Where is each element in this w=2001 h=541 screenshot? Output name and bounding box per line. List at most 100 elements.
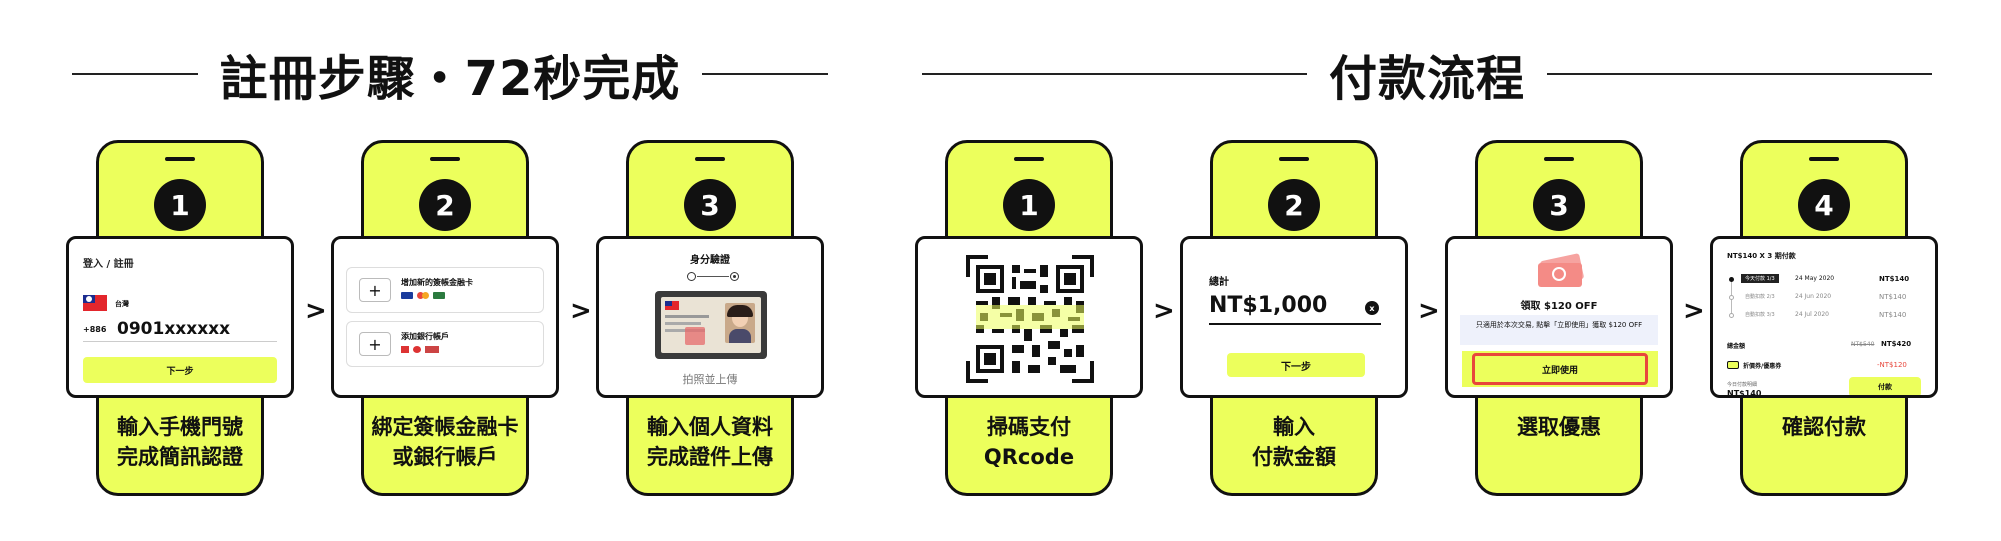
register-step-2-caption: 綁定簽帳金融卡 或銀行帳戶 [361, 412, 529, 472]
installment-row: 自動扣款 3/3 24 Jul 2020 NT$140 [1727, 309, 1927, 323]
arrow-separator: > [1153, 296, 1175, 326]
installment-date: 24 Jun 2020 [1795, 293, 1832, 300]
installment-amount: NT$140 [1879, 275, 1910, 283]
use-now-button[interactable]: 立即使用 [1472, 353, 1648, 385]
phone-speaker [1544, 157, 1574, 161]
installment-row: 自動扣款 2/3 24 Jun 2020 NT$140 [1727, 291, 1927, 305]
offer-title: 領取 $120 OFF [1520, 301, 1598, 312]
bank-logo-icon [425, 346, 439, 353]
upload-label[interactable]: 拍照並上傳 [682, 373, 738, 386]
arrow-separator: > [1418, 296, 1440, 326]
caption-line: QRcode [983, 445, 1075, 469]
phone-speaker [695, 157, 725, 161]
caption-line: 完成簡訊認證 [117, 445, 243, 469]
register-section-title: 註冊步驟・72秒完成 [72, 44, 828, 107]
taiwan-flag-icon [83, 295, 107, 311]
title-rule-left [922, 73, 1307, 75]
qr-scan-frame[interactable] [966, 255, 1094, 383]
installment-label: 自動扣款 3/3 [1745, 312, 1775, 318]
amount-value: NT$1,000 [1209, 293, 1328, 318]
register-title: 註冊步驟・72秒完成 [219, 51, 681, 107]
phone-input[interactable]: +886 0901xxxxxx [83, 317, 277, 342]
step-number-badge: 3 [684, 179, 736, 231]
caption-line: 完成證件上傳 [647, 445, 773, 469]
id-verify-title: 身分驗證 [690, 255, 730, 266]
next-button[interactable]: 下一步 [83, 357, 277, 383]
register-step-1-caption: 輸入手機門號 完成簡訊認證 [96, 412, 264, 472]
payment-step-1-screen [915, 236, 1143, 398]
phone-speaker [1014, 157, 1044, 161]
register-step-2-screen: + 增加新的簽帳金融卡 + 添加銀行帳戶 [331, 236, 559, 398]
installment-amount: NT$140 [1879, 293, 1907, 301]
installment-amount: NT$140 [1879, 311, 1907, 319]
caption-line: 掃碼支付 [987, 415, 1071, 439]
timeline-dot [1729, 313, 1734, 318]
step-number-badge: 3 [1533, 179, 1585, 231]
title-rule-right [1547, 73, 1933, 75]
portrait-photo [725, 303, 755, 343]
step-number-badge: 2 [1268, 179, 1320, 231]
caption-line: 綁定簽帳金融卡 [371, 415, 519, 439]
step-number-badge: 4 [1798, 179, 1850, 231]
country-name: 台灣 [115, 300, 129, 308]
qrcode-icon [976, 265, 1084, 373]
plan-title: NT$140 X 3 期付款 [1727, 252, 1796, 260]
id-card-preview [655, 291, 767, 359]
arrow-separator: > [1683, 296, 1705, 326]
pay-today-label: 今日付款明細 [1727, 382, 1758, 388]
payment-step-1-caption: 掃碼支付 QRcode [945, 412, 1113, 472]
coupon-value: -NT$120 [1877, 361, 1907, 369]
payment-step-3-caption: 選取優惠 [1475, 412, 1643, 442]
clear-icon[interactable]: x [1365, 301, 1379, 315]
payment-step-4-caption: 確認付款 [1740, 412, 1908, 442]
pay-button[interactable]: 付款 [1849, 377, 1921, 395]
caption-line: 輸入 [1273, 415, 1315, 439]
card-brand-icons [401, 292, 445, 299]
progress-indicator [687, 271, 739, 281]
total-label: 總計 [1209, 277, 1229, 288]
add-debit-card-row[interactable]: + 增加新的簽帳金融卡 [346, 267, 544, 313]
amount-input[interactable]: NT$1,000 [1209, 289, 1381, 325]
payment-step-3-screen: 領取 $120 OFF 只適用於本次交易, 點擊「立即使用」獲取 $120 OF… [1445, 236, 1673, 398]
timeline-dot [1729, 277, 1734, 282]
caption-line: 或銀行帳戶 [392, 445, 498, 469]
installment-label: 自動扣款 2/3 [1745, 294, 1775, 300]
step-number-badge: 1 [1003, 179, 1055, 231]
caption-line: 輸入手機門號 [117, 415, 243, 439]
jcb-icon [433, 292, 445, 299]
title-rule-right [702, 73, 828, 75]
register-step-1-screen: 登入 / 註冊 台灣 +886 0901xxxxxx 下一步 [66, 236, 294, 398]
step-number-badge: 1 [154, 179, 206, 231]
add-bank-account-row[interactable]: + 添加銀行帳戶 [346, 321, 544, 367]
phone-value: 0901xxxxxx [117, 319, 231, 339]
timeline-dot [1729, 295, 1734, 300]
pay-today-value: NT$140 [1727, 389, 1762, 398]
country-code: +886 [83, 325, 107, 334]
total-label: 總金額 [1727, 343, 1746, 350]
total-new-amount: NT$420 [1881, 340, 1912, 348]
payment-step-2-caption: 輸入 付款金額 [1210, 412, 1378, 472]
offer-description: 只適用於本次交易, 點擊「立即使用」獲取 $120 OFF [1460, 315, 1658, 345]
login-title: 登入 / 註冊 [83, 259, 134, 270]
arrow-separator: > [305, 296, 327, 326]
caption-line: 付款金額 [1252, 445, 1336, 469]
coupon-label: 折價券/優惠券 [1743, 363, 1782, 370]
caption-line: 確認付款 [1782, 415, 1866, 439]
mastercard-icon [417, 292, 429, 299]
register-step-3-screen: 身分驗證 拍照並上傳 [596, 236, 824, 398]
coupon-icon [1727, 361, 1739, 369]
coupon-ticket-icon [1536, 253, 1585, 287]
flag-icon [665, 301, 679, 310]
next-button[interactable]: 下一步 [1227, 353, 1365, 377]
caption-line: 輸入個人資料 [647, 415, 773, 439]
bank-logo-icon [413, 346, 421, 353]
total-old-amount: NT$540 [1851, 341, 1875, 348]
bank-logo-icon [401, 346, 409, 353]
installment-date: 24 Jul 2020 [1795, 311, 1829, 318]
plus-icon: + [359, 332, 391, 356]
register-step-3-caption: 輸入個人資料 完成證件上傳 [626, 412, 794, 472]
phone-speaker [1809, 157, 1839, 161]
add-card-label: 增加新的簽帳金融卡 [401, 278, 473, 287]
phone-speaker [430, 157, 460, 161]
installment-date: 24 May 2020 [1795, 275, 1835, 282]
